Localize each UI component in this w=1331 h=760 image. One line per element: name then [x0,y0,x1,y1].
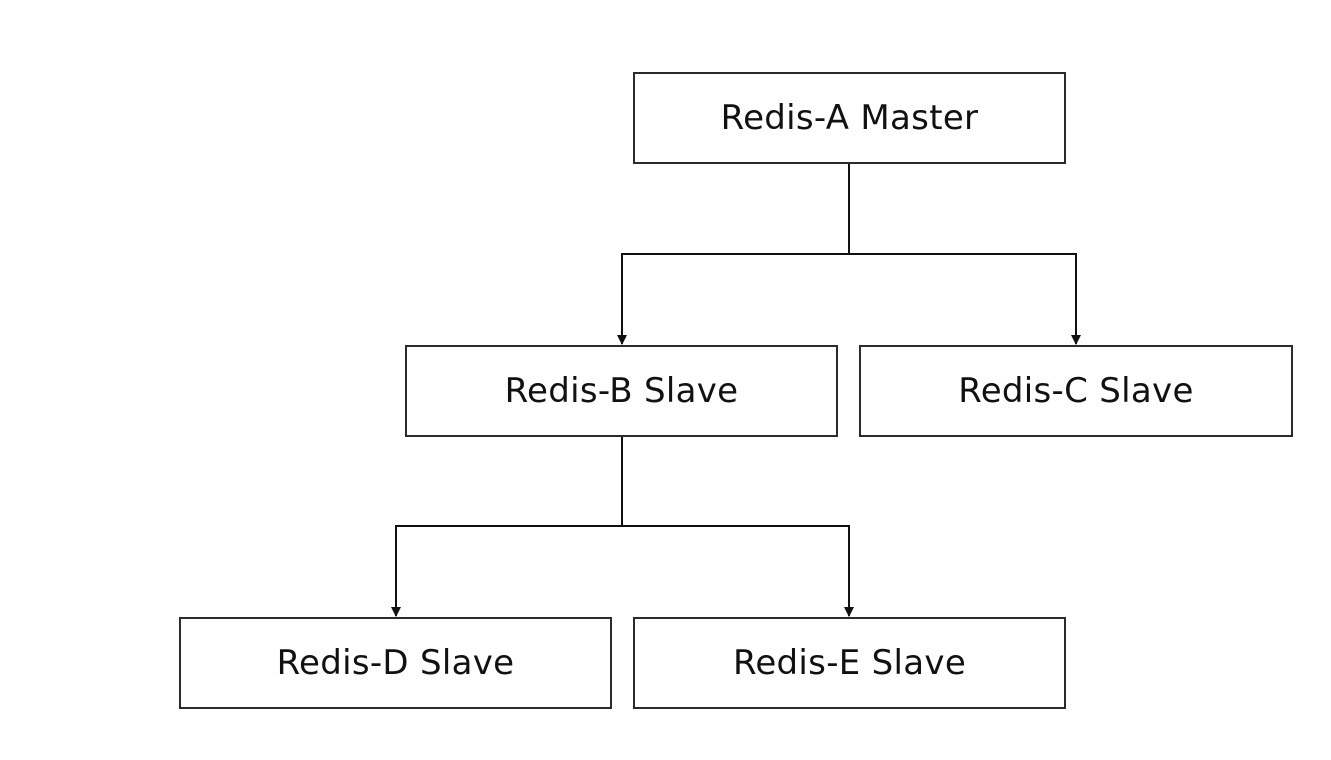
node-label: Redis-E Slave [732,643,967,683]
node-label: Redis-D Slave [276,643,515,683]
node-redis-a-master: Redis-A Master [633,72,1066,164]
connector-b-to-e [622,525,854,617]
node-redis-c-slave: Redis-C Slave [859,345,1293,437]
node-label: Redis-A Master [720,98,979,138]
node-redis-b-slave: Redis-B Slave [405,345,838,437]
connector-a-to-c [849,253,1081,345]
connector-b-to-d [391,525,622,617]
node-redis-e-slave: Redis-E Slave [633,617,1066,709]
node-label: Redis-B Slave [504,371,739,411]
node-redis-d-slave: Redis-D Slave [179,617,612,709]
node-label: Redis-C Slave [958,371,1194,411]
connector-a-to-b [617,253,849,345]
